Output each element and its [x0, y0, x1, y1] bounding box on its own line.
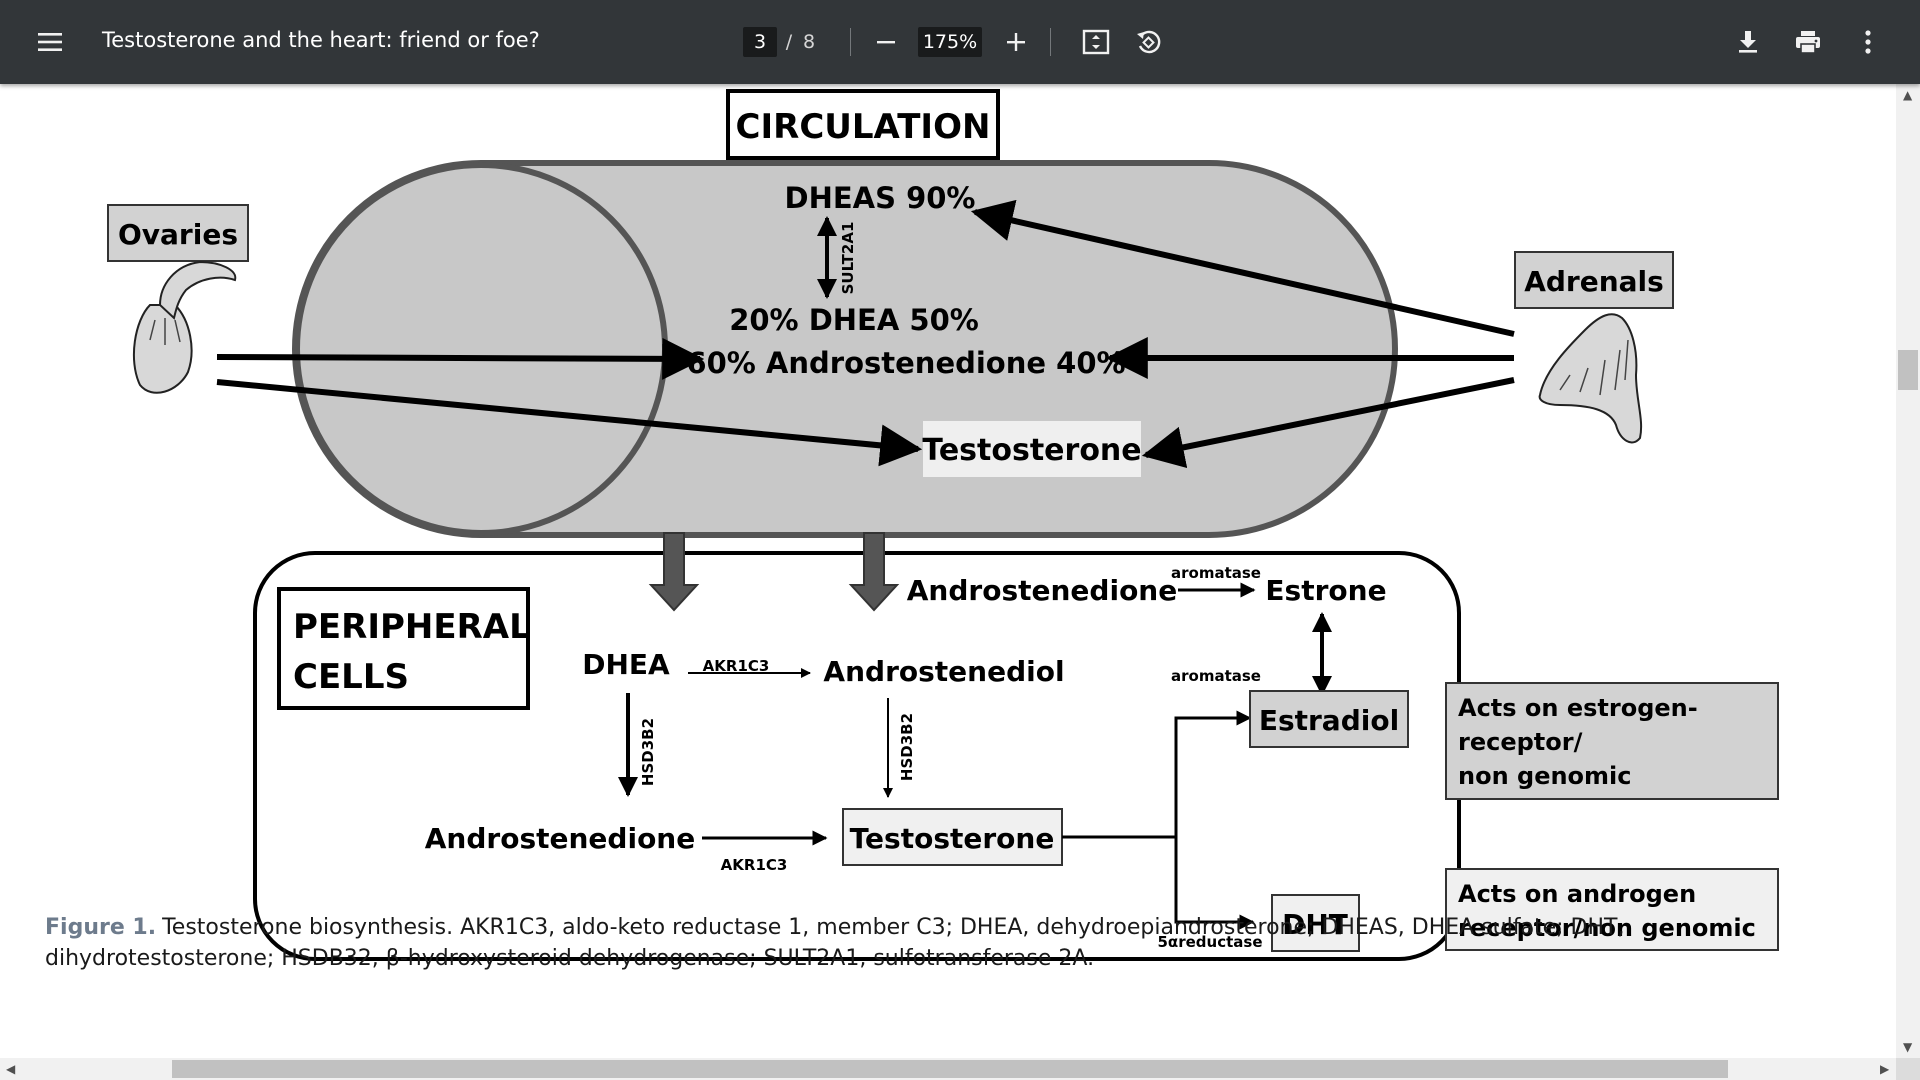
download-icon [1739, 31, 1757, 53]
estradiol-label: Estradiol [1259, 704, 1399, 737]
dhea-peripheral-label: DHEA [582, 648, 670, 681]
zoom-out-button[interactable] [866, 22, 906, 62]
dht-box [1271, 894, 1360, 952]
ovaries-label: Ovaries [118, 218, 238, 251]
ovary-to-androstenedione-arrow [216, 337, 705, 380]
peripheral-title-line2: CELLS [293, 657, 409, 697]
page-total: 8 [802, 31, 816, 53]
androgen-effect-line1: Acts on androgen [1458, 880, 1696, 908]
scroll-up-arrow[interactable]: ▲ [1903, 88, 1913, 102]
sult-label: SULT2A1 [839, 222, 857, 295]
fit-page-button[interactable] [1076, 22, 1116, 62]
testosterone-peripheral-label: Testosterone [850, 822, 1055, 855]
androstenediol-label: Androstenediol [823, 655, 1064, 688]
androstenedione-circulation-label: 60% Androstenedione 40% [686, 346, 1125, 380]
thick-arrow-androstenedione [848, 532, 900, 612]
zoom-level-input[interactable]: 175% [918, 27, 982, 57]
estrogen-effect-box [1445, 682, 1779, 800]
thick-arrow-dhea [648, 532, 700, 612]
print-button[interactable] [1788, 22, 1828, 62]
minus-icon [877, 41, 895, 44]
adrenals-label: Adrenals [1524, 265, 1664, 298]
rotate-icon [1137, 30, 1161, 54]
dheas-label: DHEAS 90% [785, 181, 976, 215]
estrone-label: Estrone [1265, 574, 1386, 607]
horizontal-scroll-thumb[interactable] [172, 1060, 1728, 1078]
print-icon [1796, 31, 1820, 54]
caption-label: Figure 1. [45, 915, 157, 940]
androgen-effect-box [1445, 868, 1779, 951]
more-options-button[interactable] [1848, 22, 1888, 62]
estrogen-effect-line3: non genomic [1458, 762, 1632, 790]
scroll-left-arrow[interactable]: ◀ [6, 1062, 16, 1076]
androstenedione-peripheral-label: Androstenedione [425, 822, 695, 855]
testosterone-circulation-label: Testosterone [922, 433, 1141, 468]
ovary-to-testosterone-arrow [216, 379, 923, 467]
hsd-right-label: HSD3B2 [898, 713, 916, 781]
scroll-down-arrow[interactable]: ▼ [1903, 1040, 1913, 1054]
dhea-circulation-label: 20% DHEA 50% [729, 303, 979, 337]
estrogen-effect-line1: Acts on estrogen- [1458, 694, 1698, 722]
testosterone-peripheral-box [842, 808, 1063, 866]
document-title: Testosterone and the heart: friend or fo… [102, 28, 540, 52]
zoom-in-button[interactable] [996, 22, 1036, 62]
circulation-title-box [726, 89, 1000, 160]
caption-text: Testosterone biosynthesis. AKR1C3, aldo-… [45, 915, 1625, 971]
estradiol-box [1249, 690, 1409, 748]
menu-icon [38, 33, 62, 51]
hsd-left-label: HSD3B2 [639, 718, 657, 786]
adrenals-box [1514, 251, 1674, 309]
testosterone-circulation-box [923, 421, 1141, 477]
circulation-title: CIRCULATION [736, 107, 991, 147]
estrogen-effect-line2: receptor/ [1458, 728, 1583, 756]
menu-button[interactable] [30, 22, 70, 62]
ovary-drawing [133, 260, 237, 394]
pdf-toolbar: Testosterone and the heart: friend or fo… [0, 0, 1920, 84]
vertical-scrollbar[interactable] [1896, 84, 1920, 1058]
to-dht-branch [1174, 837, 1255, 930]
dht-label: DHT [1282, 908, 1348, 941]
download-button[interactable] [1728, 22, 1768, 62]
peripheral-title-box [277, 587, 530, 710]
androstenedione-top-label: Androstenedione [907, 574, 1177, 607]
ovaries-box [107, 204, 249, 262]
page-number-input[interactable]: 3 [743, 27, 777, 57]
plus-icon [1007, 33, 1025, 51]
adrenal-to-dheas-arrow [970, 199, 1515, 337]
toolbar-divider [1050, 28, 1051, 56]
adrenal-drawing [1538, 313, 1643, 444]
vertical-scroll-thumb[interactable] [1898, 350, 1918, 390]
figure-1-diagram: CIRCULATION DHEAS 90% SULT2A1 20% DHEA 5… [107, 89, 1779, 961]
aromatase-mid-label: aromatase [1171, 667, 1261, 685]
fit-page-icon [1082, 29, 1110, 55]
toolbar-divider [850, 28, 851, 56]
scroll-right-arrow[interactable]: ▶ [1880, 1062, 1890, 1076]
peripheral-title-line1: PERIPHERAL [293, 607, 531, 647]
rotate-button[interactable] [1128, 22, 1168, 62]
adrenal-to-testosterone-arrow [1141, 377, 1515, 469]
page-separator: / [785, 31, 793, 53]
scrollbar-corner [1896, 1058, 1920, 1080]
pdf-viewport[interactable]: CIRCULATION DHEAS 90% SULT2A1 20% DHEA 5… [0, 84, 1896, 1058]
more-vert-icon [1865, 30, 1871, 54]
reductase-label: 5αreductase [1157, 933, 1262, 951]
aromatase-top-label: aromatase [1171, 564, 1261, 582]
androgen-effect-line2: receptor/non genomic [1458, 914, 1756, 942]
akr-bottom-label: AKR1C3 [721, 856, 788, 874]
figure-caption: Figure 1.Testosterone biosynthesis. AKR1… [45, 912, 1845, 974]
akr-top-label: AKR1C3 [703, 657, 770, 675]
